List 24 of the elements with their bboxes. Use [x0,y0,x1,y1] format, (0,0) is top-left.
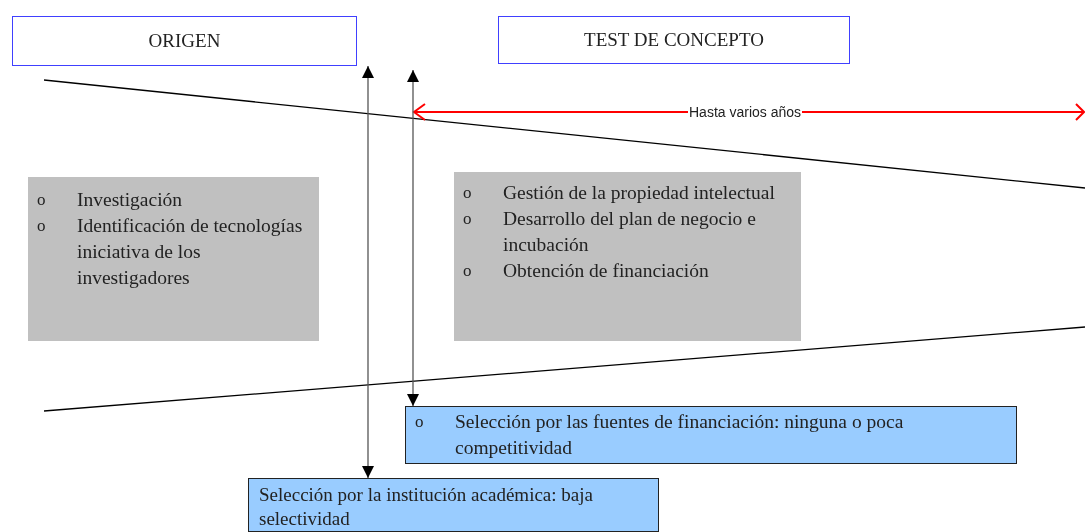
stage-title: ORIGEN [148,30,221,52]
arrow [407,69,419,407]
arrow [362,65,374,479]
stage-box [498,16,850,64]
bullet-marker: o [37,189,47,211]
bullet-marker: o [463,182,473,204]
bullet-marker: o [463,208,473,230]
list-item: Gestión de la propiedad intelectual [503,181,776,205]
list-item: Obtención de financiación [503,259,710,283]
stage-box [12,16,357,66]
selection-box [248,478,659,532]
stage-title: TEST DE CONCEPTO [584,29,764,51]
activity-panel [454,172,801,341]
list-item: Selección por las fuentes de financiación: ninguna o poca competitividad [455,410,905,460]
duration-label: Hasta varios años [688,104,803,120]
selection-text: Selección por la institución académica: baja selectividad [258,483,594,531]
bullet-marker: o [415,411,425,433]
activity-panel [28,177,319,341]
list-item: Desarrollo del plan de negocio e incubación [503,207,757,257]
bullet-marker: o [37,215,47,237]
bullet-marker: o [463,260,473,282]
list-item: Identificación de tecnologías iniciativa de los investigadores [77,214,304,290]
list-item: Investigación [77,188,184,212]
selection-box [405,406,1017,464]
